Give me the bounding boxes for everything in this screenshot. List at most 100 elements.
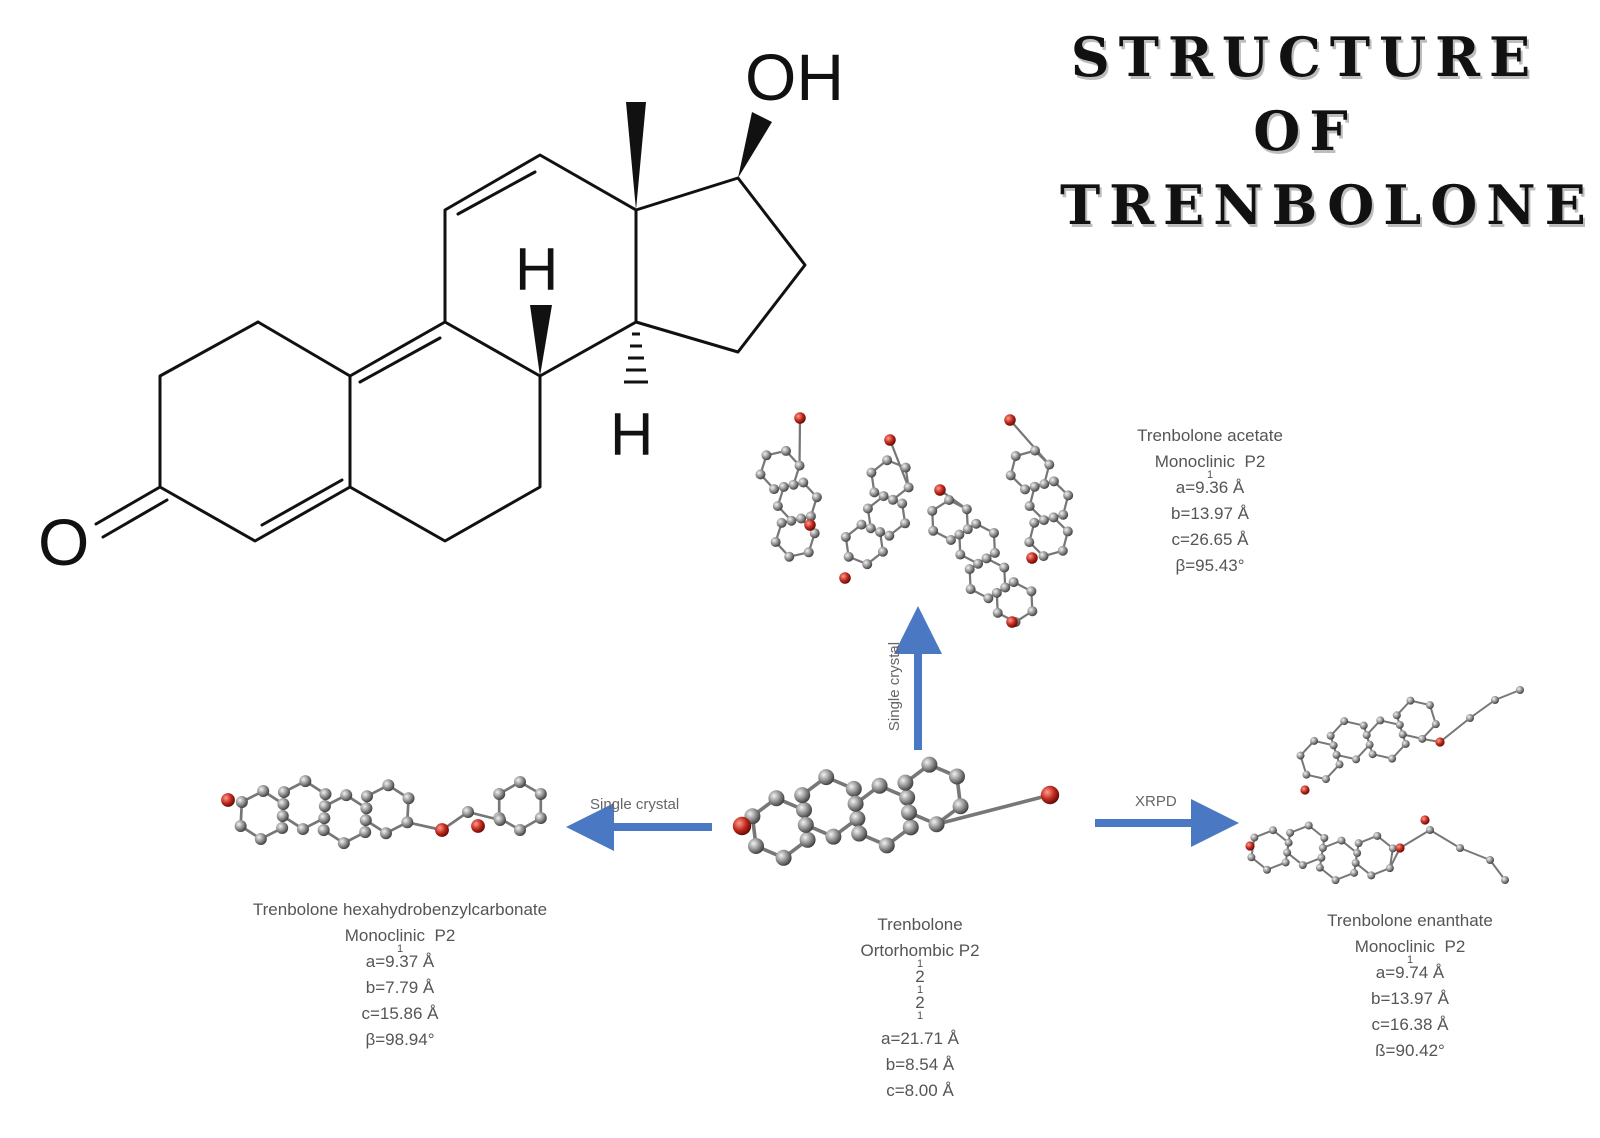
carbon-atom xyxy=(1399,730,1407,738)
carbon-atom xyxy=(360,814,372,826)
caption-a: a=21.71 Å xyxy=(810,1026,1030,1052)
carbon-atom xyxy=(1369,750,1377,758)
carbon-atom xyxy=(277,810,289,822)
oxygen-atom xyxy=(435,823,449,837)
oxygen-label: O xyxy=(38,505,89,579)
carbon-atom xyxy=(851,826,867,842)
carbon-atom xyxy=(1466,714,1474,722)
caption-name: Trenbolone acetate xyxy=(1100,423,1320,449)
carbon-atom xyxy=(973,559,983,569)
carbon-atom xyxy=(955,550,965,560)
carbon-atom xyxy=(949,768,965,784)
carbon-atom xyxy=(1350,869,1358,877)
atoms xyxy=(1296,686,1524,795)
oxygen-atom xyxy=(1004,414,1016,426)
carbon-atom xyxy=(1283,849,1291,857)
carbon-atom xyxy=(769,484,779,494)
carbon-atom xyxy=(1373,832,1381,840)
caption-name: Trenbolone xyxy=(810,912,1030,938)
carbon-atom xyxy=(236,796,248,808)
arrow-up-label: Single crystal xyxy=(886,642,903,731)
carbon-atom xyxy=(361,790,373,802)
carbon-atom xyxy=(1250,834,1258,842)
oxygen-atom xyxy=(221,793,235,807)
carbon-atom xyxy=(879,837,895,853)
hydrogen-label-top: H xyxy=(515,236,558,303)
carbon-atom xyxy=(768,790,784,806)
carbon-atom xyxy=(866,468,876,478)
caption-c: c=26.65 Å xyxy=(1100,527,1320,553)
carbon-atom xyxy=(781,446,791,456)
carbon-atom xyxy=(1352,755,1360,763)
carbon-atom xyxy=(1058,510,1068,520)
stereo-wedges xyxy=(530,102,772,376)
carbon-atom xyxy=(844,552,854,562)
title-line-3: TRENBOLONE xyxy=(1060,168,1550,242)
carbon-atom xyxy=(779,482,789,492)
carbon-atom xyxy=(1006,470,1016,480)
oxygen-atom xyxy=(471,819,485,833)
carbon-atom xyxy=(784,552,794,562)
hydrogen-label-bottom: H xyxy=(610,401,653,468)
carbon-atom xyxy=(1027,606,1037,616)
carbon-atom xyxy=(360,802,372,814)
carbon-atom xyxy=(804,547,814,557)
carbon-atom xyxy=(866,523,876,533)
carbon-atom xyxy=(1327,732,1335,740)
oxygen-atom xyxy=(804,519,816,531)
carbon-atom xyxy=(1011,451,1021,461)
carbon-atom xyxy=(966,584,976,594)
caption-c: c=15.86 Å xyxy=(200,1001,600,1027)
carbon-atom xyxy=(882,455,892,465)
carbon-atom xyxy=(1330,741,1338,749)
carbon-atom xyxy=(319,788,331,800)
caption-name: Trenbolone hexahydrobenzylcarbonate xyxy=(200,897,600,923)
double-bond-b xyxy=(360,338,440,382)
molecule-trenbolone xyxy=(733,757,1059,866)
carbon-atom xyxy=(1285,839,1293,847)
carbon-atom xyxy=(1026,586,1036,596)
carbon-atom xyxy=(1316,864,1324,872)
carbon-atom xyxy=(904,482,914,492)
carbon-atom xyxy=(963,524,973,534)
carbon-atom xyxy=(901,463,911,473)
carbon-atom xyxy=(846,781,862,797)
carbon-atom xyxy=(990,548,1000,558)
carbon-atom xyxy=(1305,822,1313,830)
carbon-atom xyxy=(1317,854,1325,862)
oxygen-atom xyxy=(794,412,806,424)
caption-b: b=13.97 Å xyxy=(1100,501,1320,527)
carbon-atom xyxy=(786,516,796,526)
carbon-atom xyxy=(795,461,805,471)
carbon-atom xyxy=(1333,751,1341,759)
caption-name: Trenbolone enanthate xyxy=(1290,908,1530,934)
carbon-atom xyxy=(1486,856,1494,864)
carbon-atom xyxy=(380,827,392,839)
carbon-atom xyxy=(818,769,834,785)
carbon-atom xyxy=(748,838,764,854)
carbon-atom xyxy=(1516,686,1524,694)
carbon-atom xyxy=(900,518,910,528)
carbon-atom xyxy=(278,786,290,798)
carbon-atom xyxy=(1426,826,1434,834)
carbon-atom xyxy=(493,788,505,800)
carbon-atom xyxy=(849,811,865,827)
carbon-atom xyxy=(1024,537,1034,547)
carbon-atom xyxy=(897,498,907,508)
carbon-atom xyxy=(340,789,352,801)
carbon-atom xyxy=(1426,701,1434,709)
caption-hexahydrobenzylcarbonate: Trenbolone hexahydrobenzylcarbonate Mono… xyxy=(200,897,600,1053)
carbon-atom xyxy=(856,520,866,530)
carbon-atom xyxy=(862,559,872,569)
title-line-1: STRUCTURE xyxy=(1060,20,1550,94)
carbon-atom xyxy=(401,816,413,828)
carbon-atom xyxy=(798,478,808,488)
carbon-atom xyxy=(382,779,394,791)
carbon-atom xyxy=(1393,711,1401,719)
